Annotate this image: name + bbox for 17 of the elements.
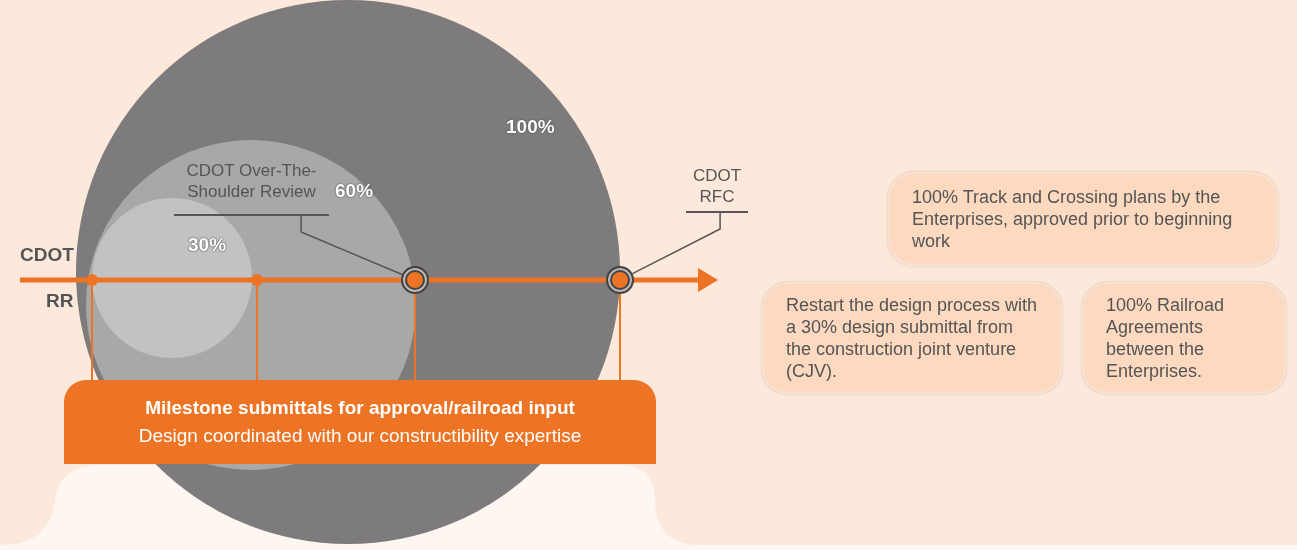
percent-label: 30% bbox=[188, 234, 227, 256]
band-heading: Milestone submittals for approval/railroad input bbox=[145, 396, 575, 420]
milestone-band bbox=[64, 380, 656, 464]
percent-label: 60% bbox=[335, 180, 374, 202]
note-box: 100% Railroad Agreements between the Enterprises. bbox=[1082, 282, 1286, 394]
note-box: 100% Track and Crossing plans by the Enterprises, approved prior to beginning work bbox=[888, 172, 1278, 266]
axis-label: CDOT bbox=[20, 244, 74, 266]
connector-line bbox=[91, 285, 93, 381]
leader-line bbox=[631, 212, 721, 275]
connector-line bbox=[414, 293, 416, 381]
axis-label: RR bbox=[46, 290, 74, 312]
leader-line bbox=[300, 215, 403, 276]
connector-line bbox=[256, 285, 258, 381]
band-text: Design coordinated with our constructibility expertise bbox=[138, 424, 582, 448]
connector-line bbox=[619, 293, 621, 381]
percent-label: 100% bbox=[506, 116, 555, 138]
note-box: Restart the design process with a 30% design submittal from the construction joint venture (CJV). bbox=[762, 282, 1062, 394]
